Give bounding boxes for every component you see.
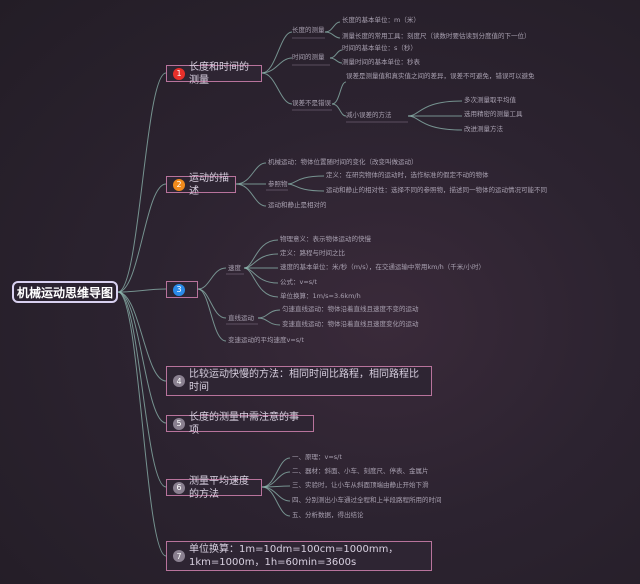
node-reduce-2[interactable]: 选用精密的测量工具 [464, 110, 523, 118]
number-badge-7: 7 [173, 550, 185, 562]
branch-3-node[interactable]: 3 [166, 281, 198, 298]
node-speed-formula[interactable]: 公式：v=s/t [280, 278, 317, 286]
node-avg-speed-5[interactable]: 五、分析数据，得出结论 [292, 511, 364, 519]
branch-7-node[interactable]: 7 单位换算：1m=10dm=100cm=1000mm，1km=1000m，1h… [166, 541, 432, 571]
node-time-measure[interactable]: 时间的测量 [292, 53, 325, 61]
node-variable-motion[interactable]: 变速直线运动：物体沿着直线且速度变化的运动 [282, 320, 419, 328]
number-badge-2: 2 [173, 178, 185, 191]
node-speed-unit[interactable]: 速度的基本单位：米/秒（m/s），在交通运输中常用km/h（千米/小时） [280, 263, 485, 271]
node-uniform-motion[interactable]: 匀速直线运动：物体沿着直线且速度不变的运动 [282, 305, 419, 313]
node-reference-object[interactable]: 参照物 [268, 180, 288, 188]
node-linear-motion[interactable]: 直线运动 [228, 314, 254, 322]
branch-2-node[interactable]: 2 运动的描述 [166, 173, 236, 197]
branch-5-label: 长度的测量中需注意的事项 [189, 411, 299, 436]
node-error[interactable]: 误差不是错误 [292, 99, 331, 107]
node-motion-relative[interactable]: 运动和静止是相对的 [268, 201, 327, 209]
number-badge-4: 4 [173, 375, 185, 387]
node-time-unit[interactable]: 时间的基本单位：s（秒） [342, 44, 417, 52]
branch-6-node[interactable]: 6 测量平均速度的方法 [166, 476, 262, 500]
node-reduce-3[interactable]: 改进测量方法 [464, 125, 503, 133]
node-time-tool[interactable]: 测量时间的基本单位：秒表 [342, 58, 420, 66]
number-badge-5: 5 [173, 417, 185, 430]
node-average-speed[interactable]: 变速运动的平均速度v=s/t [228, 336, 304, 344]
branch-7-label: 单位换算：1m=10dm=100cm=1000mm，1km=1000m，1h=6… [189, 544, 399, 568]
root-node-title[interactable]: 机械运动思维导图 [12, 281, 118, 303]
number-badge-3: 3 [173, 283, 185, 296]
branch-5-node[interactable]: 5 长度的测量中需注意的事项 [166, 412, 314, 436]
node-speed[interactable]: 速度 [228, 264, 241, 272]
node-relativity[interactable]: 运动和静止的相对性：选择不同的参照物，描述同一物体的运动情况可能不同 [326, 186, 547, 194]
node-avg-speed-2[interactable]: 二、器材：斜面、小车、刻度尺、停表、金属片 [292, 467, 429, 475]
branch-1-label: 长度和时间的测量 [189, 61, 249, 86]
node-reference-definition[interactable]: 定义：在研究物体的运动时，选作标准的假定不动的物体 [326, 171, 489, 179]
branch-1-node[interactable]: 1 长度和时间的测量 [166, 62, 262, 86]
node-reduce-1[interactable]: 多次测量取平均值 [464, 96, 516, 104]
node-avg-speed-3[interactable]: 三、实验时，让小车从斜面顶端由静止开始下滑 [292, 481, 429, 489]
branch-4-node[interactable]: 4 比较运动快慢的方法：相同时间比路程，相同路程比时间 [166, 366, 432, 396]
node-length-tool[interactable]: 测量长度的常用工具：刻度尺（读数时要估读到分度值的下一位） [342, 32, 531, 40]
node-length-unit[interactable]: 长度的基本单位：m（米） [342, 16, 420, 24]
node-length-measure[interactable]: 长度的测量 [292, 26, 325, 34]
node-speed-definition[interactable]: 定义：路程与时间之比 [280, 249, 345, 257]
node-reduce-error[interactable]: 减小误差的方法 [346, 111, 392, 119]
node-avg-speed-4[interactable]: 四、分别测出小车通过全程和上半段路程所用的时间 [292, 496, 442, 504]
node-unit-conversion[interactable]: 单位换算：1m/s=3.6km/h [280, 292, 361, 300]
node-speed-meaning[interactable]: 物理意义：表示物体运动的快慢 [280, 235, 371, 243]
branch-6-label: 测量平均速度的方法 [189, 475, 249, 500]
number-badge-1: 1 [173, 67, 185, 80]
branch-2-label: 运动的描述 [189, 172, 229, 197]
number-badge-6: 6 [173, 481, 185, 494]
branch-4-label: 比较运动快慢的方法：相同时间比路程，相同路程比时间 [189, 369, 419, 393]
node-error-definition[interactable]: 误差是测量值和真实值之间的差异，误差不可避免，错误可以避免 [346, 72, 535, 80]
node-mechanical-motion[interactable]: 机械运动：物体位置随时间的变化（改变叫做运动） [268, 158, 418, 166]
node-avg-speed-1[interactable]: 一、原理：v=s/t [292, 453, 342, 461]
